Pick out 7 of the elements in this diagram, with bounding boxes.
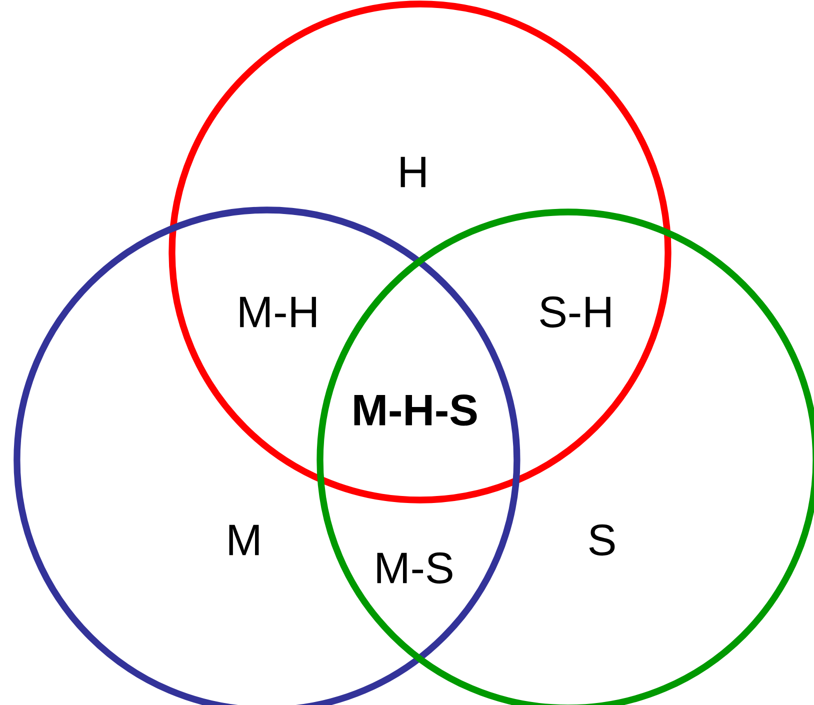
region-label: S-H (540, 296, 610, 328)
region-label: M-S (377, 552, 452, 584)
region-label: H (400, 156, 426, 188)
region-label: M-H-S (354, 394, 477, 426)
region-label: M (229, 524, 259, 556)
region-label: M-H (240, 296, 316, 328)
region-label: S (589, 524, 615, 556)
